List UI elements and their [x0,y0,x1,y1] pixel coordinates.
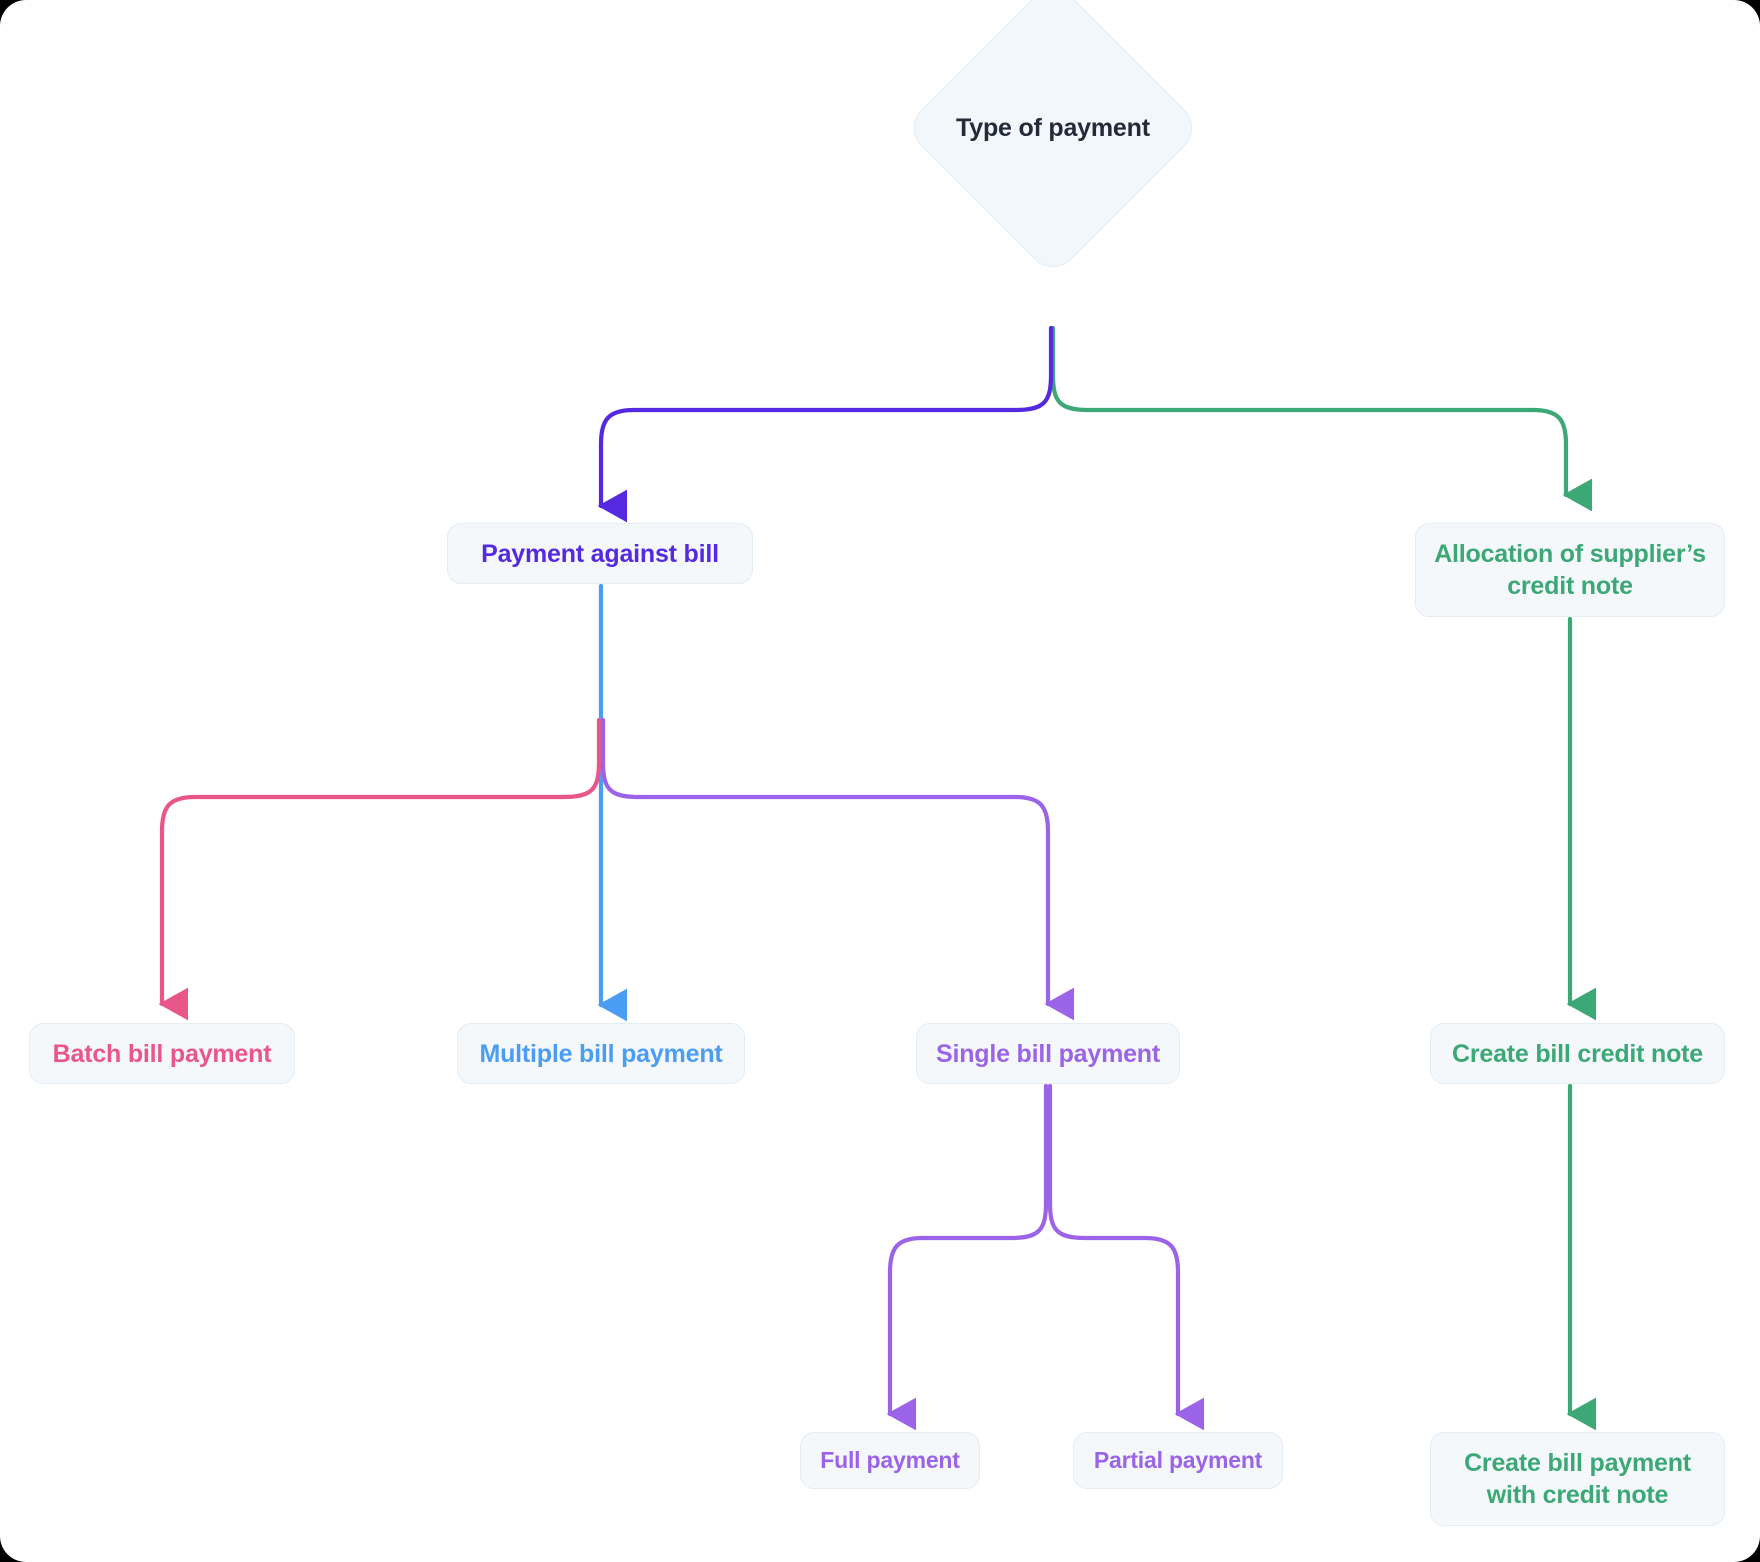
node-allocation-of-suppliers-credit-note[interactable]: Allocation of supplier’s credit note [1415,523,1725,617]
node-label-payment-against-bill: Payment against bill [481,539,719,568]
node-label-partial-payment: Partial payment [1093,1446,1263,1473]
node-label-multiple-bill-payment: Multiple bill payment [479,1039,723,1068]
node-type-of-payment[interactable]: Type of payment [903,0,1203,278]
edge-against-to-batch [158,717,602,1021]
edge-single-to-full [886,1083,1049,1431]
node-label-create-bill-payment-with-credit-note: Create bill payment with credit note [1464,1449,1691,1509]
node-payment-against-bill[interactable]: Payment against bill [447,523,753,584]
node-label-create-bill-credit-note: Create bill credit note [1451,1039,1703,1068]
node-batch-bill-payment[interactable]: Batch bill payment [29,1023,295,1084]
node-label-type-of-payment: Type of payment [956,113,1150,142]
node-create-bill-payment-with-credit-note[interactable]: Create bill payment with credit note [1430,1432,1725,1526]
node-label-allocation-of-suppliers-credit-note: Allocation of supplier’s credit note [1434,540,1706,600]
node-multiple-bill-payment[interactable]: Multiple bill payment [457,1023,745,1084]
node-full-payment[interactable]: Full payment [800,1432,980,1489]
edge-single-to-partial [1047,1083,1205,1431]
edge-against-to-single [600,717,1075,1021]
node-partial-payment[interactable]: Partial payment [1073,1432,1283,1489]
node-single-bill-payment[interactable]: Single bill payment [916,1023,1180,1084]
node-create-bill-credit-note[interactable]: Create bill credit note [1430,1023,1725,1084]
node-label-single-bill-payment: Single bill payment [935,1039,1161,1068]
node-label-batch-bill-payment: Batch bill payment [52,1039,272,1068]
edge-root-to-allocation [1050,325,1593,512]
edge-root-to-payment-against-bill [597,325,1054,523]
node-label-full-payment: Full payment [820,1446,960,1473]
